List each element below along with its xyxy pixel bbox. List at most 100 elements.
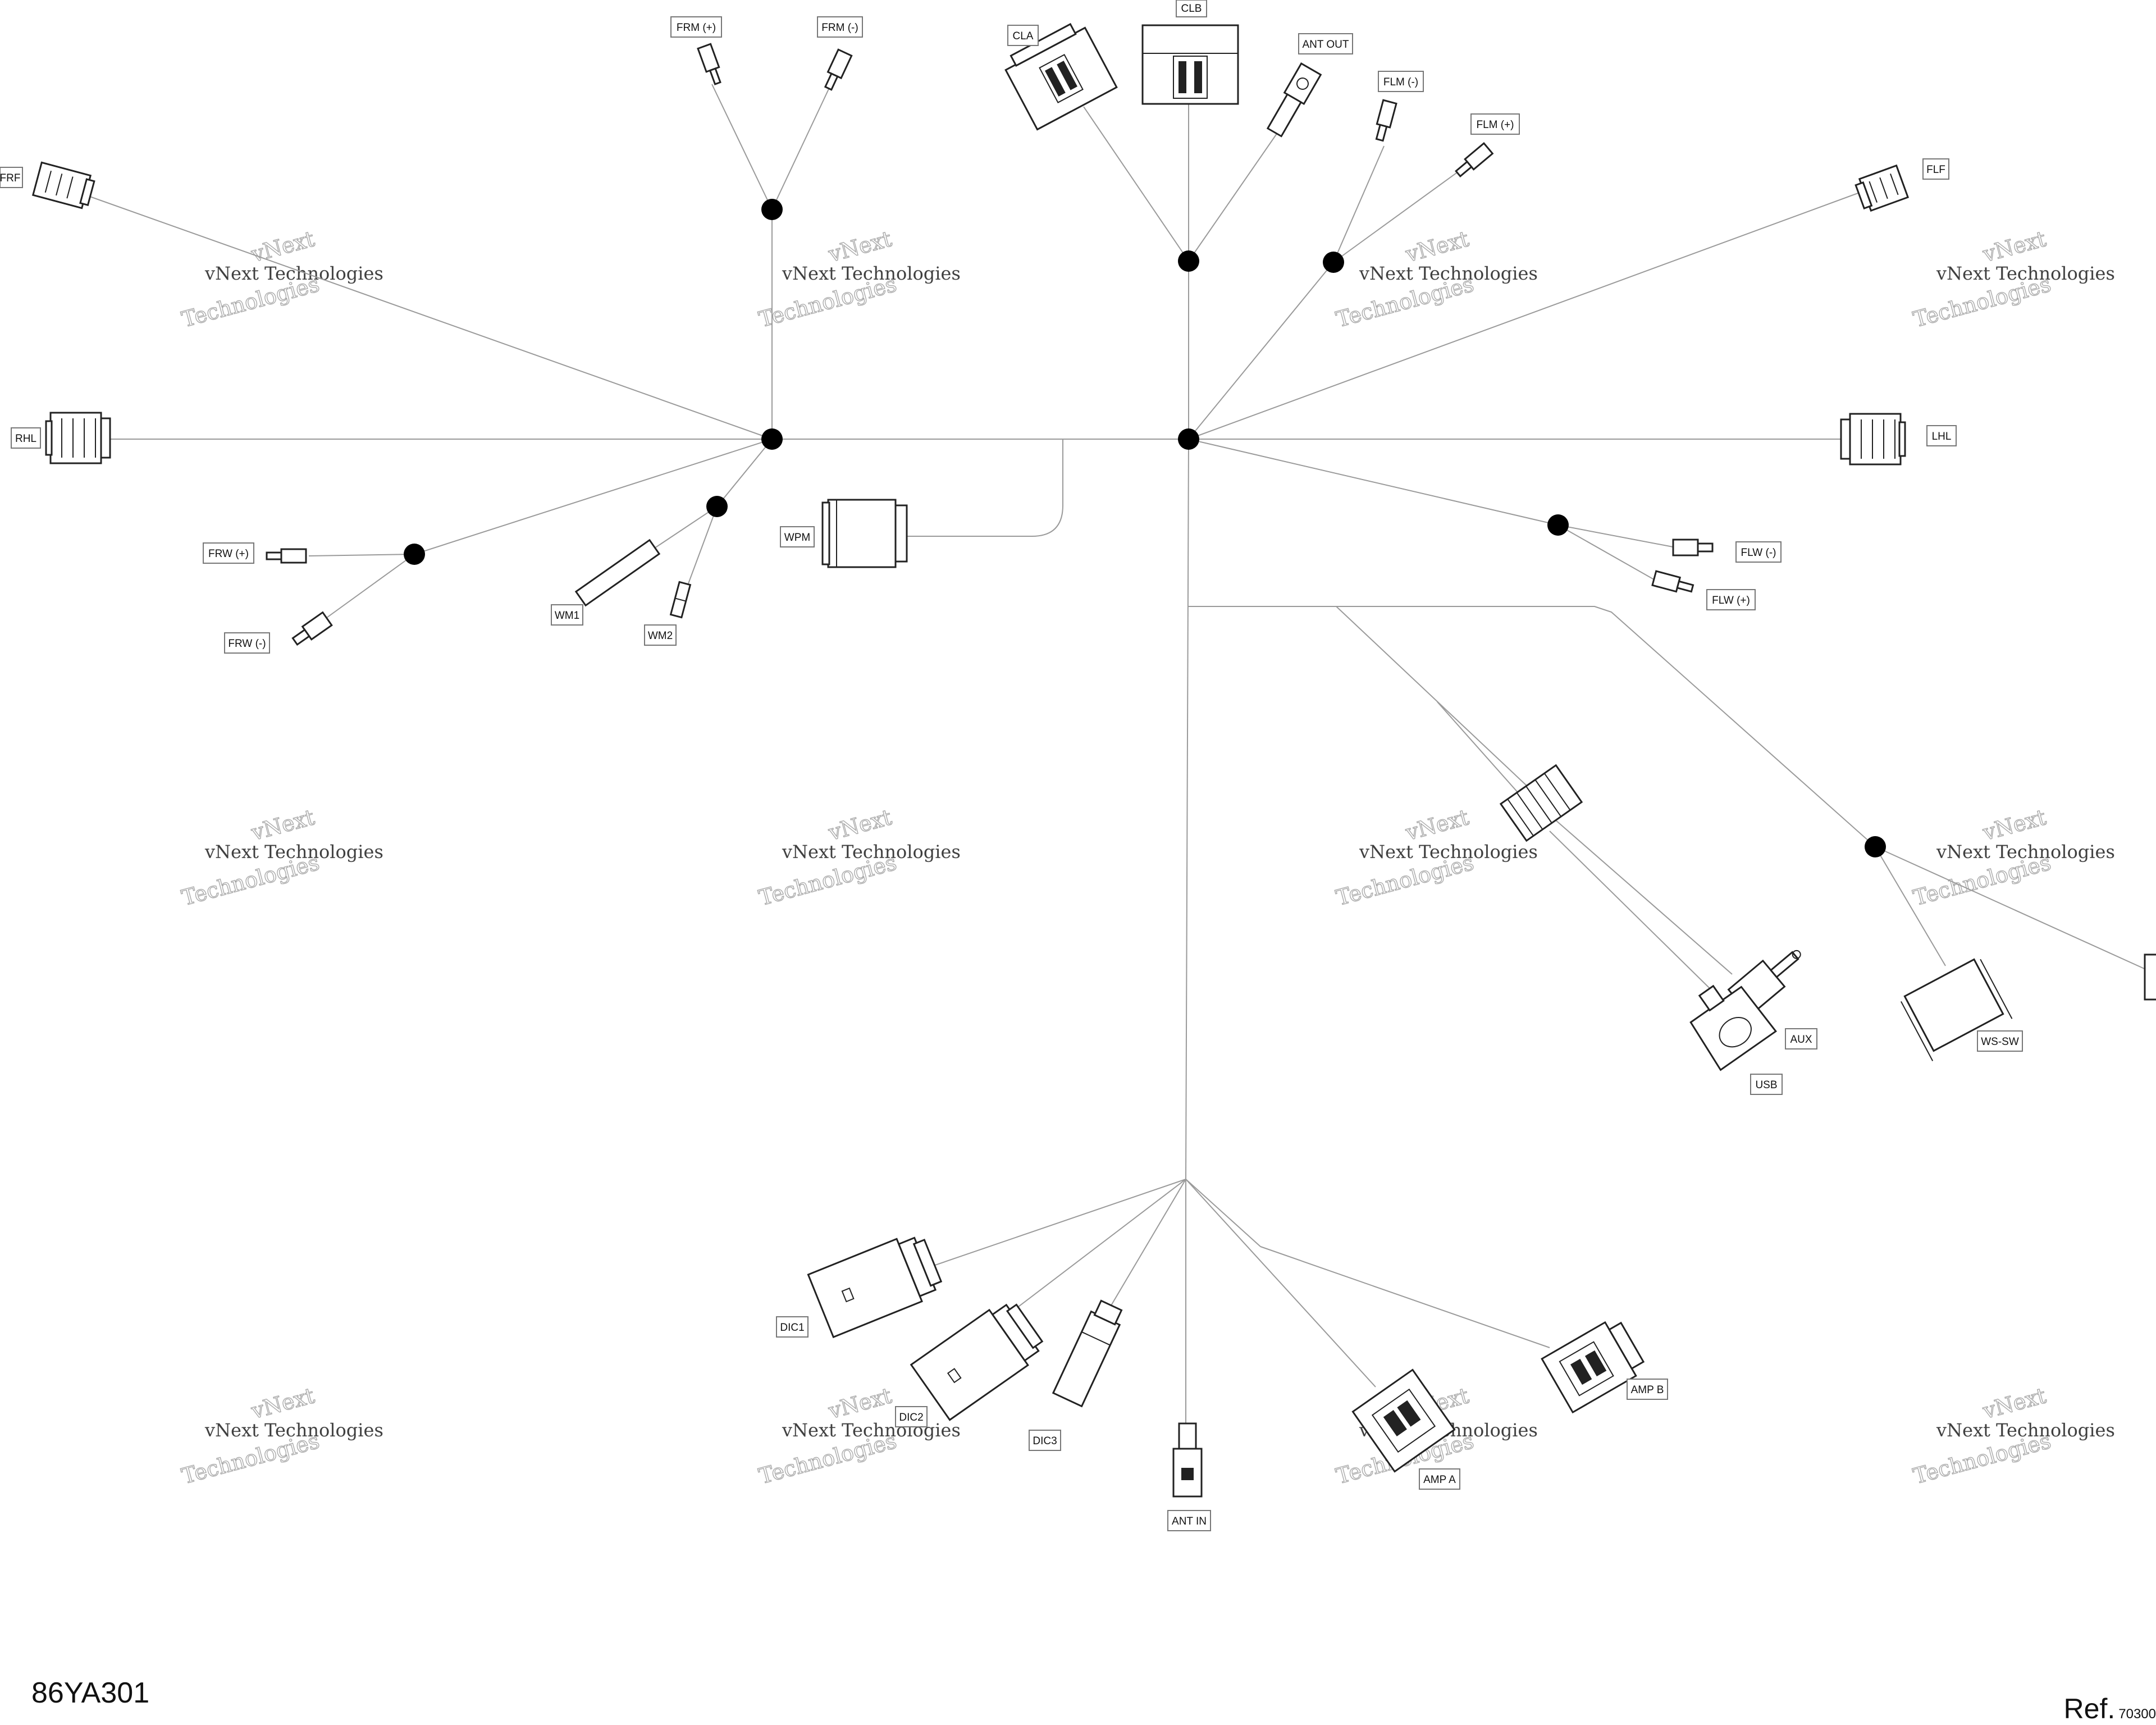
watermark: vNext vNext Technologies Technologies <box>1910 226 2114 332</box>
connector-dic3[interactable] <box>1052 1299 1126 1408</box>
wire <box>1185 1179 1376 1388</box>
connector-rhl[interactable] <box>45 412 111 464</box>
svg-text:vNext Technologies: vNext Technologies <box>1359 263 1538 284</box>
label-ant-in: ANT IN <box>1167 1510 1211 1531</box>
svg-text:vNext: vNext <box>248 1383 317 1423</box>
drawing-number: 86YA301 <box>31 1677 150 1709</box>
connector-usb[interactable] <box>1679 971 1777 1071</box>
junction-node <box>761 428 783 450</box>
label-flf: FLF <box>1922 158 1949 180</box>
wire <box>1557 524 1677 548</box>
connector-dic2[interactable] <box>910 1295 1049 1421</box>
label-flw-plus: FLW (+) <box>1706 589 1756 610</box>
svg-text:vNext Technologies: vNext Technologies <box>782 841 961 862</box>
svg-text:FLM (+): FLM (+) <box>1476 119 1514 131</box>
wire <box>1083 106 1189 262</box>
wire <box>1336 606 1528 787</box>
connector-wpm[interactable] <box>821 499 908 568</box>
label-lhl: LHL <box>1926 425 1957 446</box>
label-flw-minus: FLW (-) <box>1735 541 1782 563</box>
connector-frm-plus[interactable] <box>697 43 724 85</box>
wire <box>1187 606 1876 847</box>
svg-text:vNext Technologies: vNext Technologies <box>1936 1420 2115 1441</box>
svg-text:DIC3: DIC3 <box>1033 1435 1057 1447</box>
watermark: vNext vNext Technologies Technologies <box>179 226 383 332</box>
label-dic3: DIC3 <box>1029 1430 1061 1451</box>
label-frw-plus: FRW (+) <box>203 542 254 564</box>
junction-node <box>1178 428 1199 450</box>
wire <box>1188 262 1334 440</box>
watermark: vNext vNext Technologies Technologies <box>756 226 961 332</box>
svg-text:vNext: vNext <box>825 226 894 267</box>
wire <box>1875 846 1946 966</box>
connector-wm1[interactable] <box>574 539 661 607</box>
watermark: vNext vNext Technologies Technologies <box>179 1383 383 1489</box>
svg-text:FLW (-): FLW (-) <box>1741 547 1776 559</box>
connector-multipin[interactable] <box>1499 764 1583 842</box>
reference: Ref.70300 <box>2064 1692 2156 1725</box>
connector-flf[interactable] <box>1854 164 1910 213</box>
svg-text:FRF: FRF <box>0 172 20 184</box>
junction-node <box>1178 250 1199 272</box>
svg-text:vNext: vNext <box>1980 1383 2048 1423</box>
svg-text:vNext: vNext <box>248 805 317 845</box>
connector-amp-b[interactable] <box>1541 1316 1647 1414</box>
junction-node <box>1865 836 1886 857</box>
watermark: vNext vNext Technologies Technologies <box>1910 805 2114 911</box>
label-wm2: WM2 <box>644 624 677 646</box>
connector-wm2[interactable] <box>669 581 692 619</box>
wire <box>893 439 1063 537</box>
label-cla: CLA <box>1007 25 1039 46</box>
connector-frw-plus[interactable] <box>266 548 307 564</box>
wire <box>414 439 773 555</box>
wire <box>1555 819 1733 975</box>
label-usb: USB <box>1750 1074 1783 1095</box>
connector-cla[interactable] <box>1001 19 1118 131</box>
svg-text:vNext Technologies: vNext Technologies <box>1359 841 1538 862</box>
wire <box>1333 168 1463 263</box>
junction-node <box>1323 252 1344 273</box>
wire <box>923 1179 1186 1270</box>
svg-text:DIC1: DIC1 <box>780 1322 804 1334</box>
svg-text:DIC2: DIC2 <box>899 1412 923 1423</box>
wire <box>322 554 415 621</box>
svg-text:ANT IN: ANT IN <box>1172 1516 1207 1527</box>
connector-labels: FRM (+) FRM (-) CLA CLB ANT OUT FLM (-) … <box>0 0 2023 1531</box>
label-amp-a: AMP A <box>1419 1468 1460 1490</box>
svg-text:vNext Technologies: vNext Technologies <box>782 1420 961 1441</box>
label-flm-minus: FLM (-) <box>1378 71 1424 92</box>
svg-text:vNext Technologies: vNext Technologies <box>204 263 383 284</box>
connector-ant-in[interactable] <box>1172 1422 1203 1498</box>
svg-text:vNext: vNext <box>825 805 894 845</box>
svg-text:AUX: AUX <box>1790 1034 1812 1046</box>
svg-text:FLF: FLF <box>1926 164 1945 176</box>
label-frw-minus: FRW (-) <box>224 632 270 654</box>
connector-flm-plus[interactable] <box>1454 142 1494 179</box>
connector-ant-out[interactable] <box>1265 62 1322 138</box>
svg-text:FRW (-): FRW (-) <box>228 638 266 650</box>
connector-lhl[interactable] <box>1840 413 1906 466</box>
label-clb: CLB <box>1176 0 1207 17</box>
connector-dic1[interactable] <box>807 1229 945 1339</box>
connector-flw-minus[interactable] <box>1672 539 1714 556</box>
connector-clb[interactable] <box>1141 24 1239 105</box>
svg-text:FRW (+): FRW (+) <box>208 548 249 560</box>
svg-text:vNext Technologies: vNext Technologies <box>782 263 961 284</box>
connector-frw-minus[interactable] <box>290 611 333 648</box>
junction-node <box>761 199 783 220</box>
wire <box>1333 145 1385 263</box>
connector-flm-minus[interactable] <box>1373 99 1397 142</box>
svg-text:LHL: LHL <box>1932 431 1952 442</box>
wire <box>1260 1246 1550 1348</box>
junction-node <box>404 544 425 565</box>
connector-frm-minus[interactable] <box>822 48 853 91</box>
connector-amp-a[interactable] <box>1351 1368 1456 1473</box>
connector-frf[interactable] <box>31 161 95 209</box>
svg-text:vNext: vNext <box>825 1383 894 1423</box>
connector-ws-sw[interactable] <box>1900 957 2013 1061</box>
ref-number: 70300 <box>2118 1706 2156 1722</box>
svg-text:WM1: WM1 <box>555 610 579 622</box>
connector-flw-plus[interactable] <box>1651 570 1694 595</box>
wire <box>1188 120 1286 262</box>
connector-right-edge[interactable] <box>2144 953 2156 1001</box>
